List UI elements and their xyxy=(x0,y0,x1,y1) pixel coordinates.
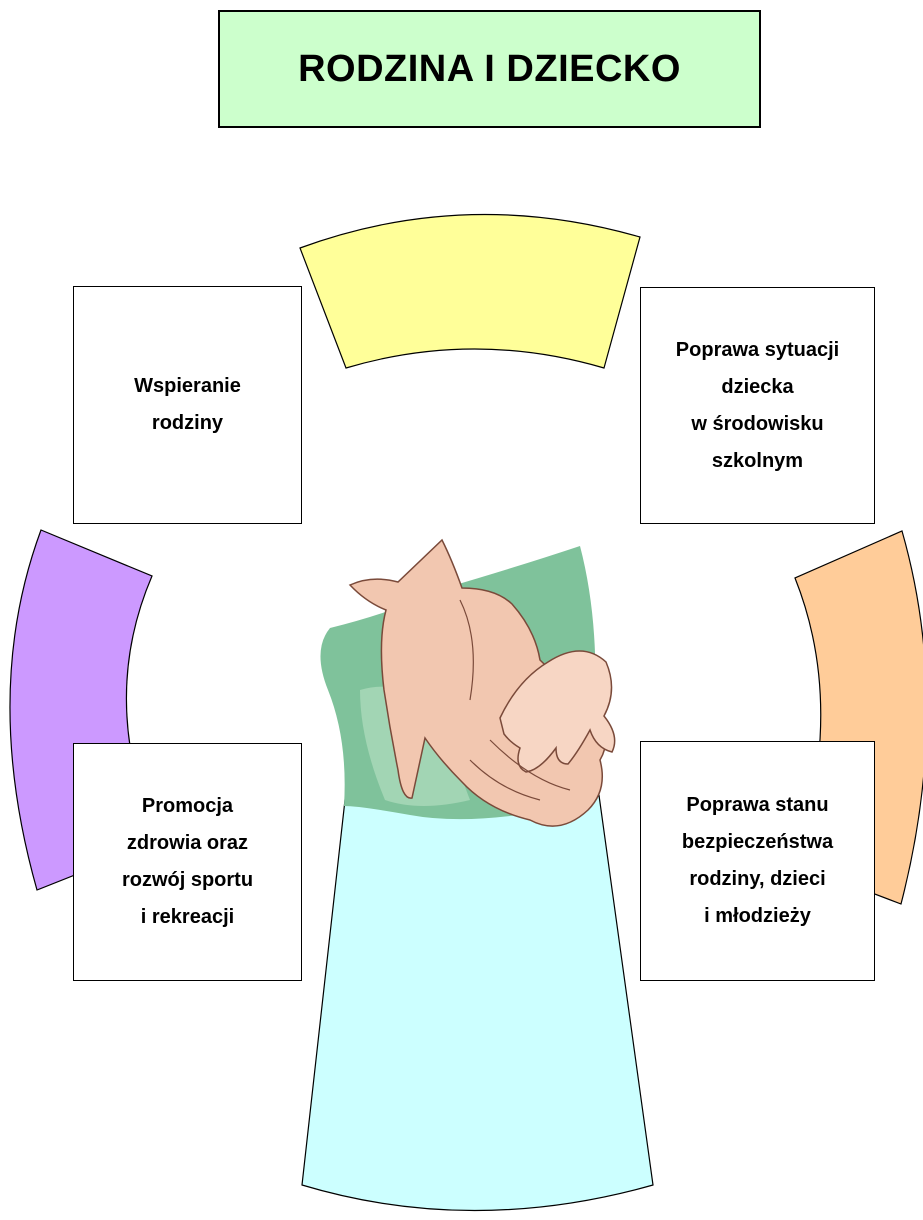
box-health-promotion: Promocja zdrowia oraz rozwój sportu i re… xyxy=(73,743,302,981)
box-health-promotion-text: Promocja zdrowia oraz rozwój sportu i re… xyxy=(122,788,253,936)
page-title: RODZINA I DZIECKO xyxy=(298,48,681,91)
arc-segment-bottom xyxy=(302,788,653,1211)
box-family-support-text: Wspieranie rodziny xyxy=(134,368,241,442)
box-school-situation-text: Poprawa sytuacji dziecka w środowisku sz… xyxy=(676,332,839,480)
title-box: RODZINA I DZIECKO xyxy=(218,10,761,128)
hands-illustration xyxy=(320,540,614,826)
arc-segment-top xyxy=(300,214,640,368)
box-safety-text: Poprawa stanu bezpieczeństwa rodziny, dz… xyxy=(682,787,833,935)
box-safety: Poprawa stanu bezpieczeństwa rodziny, dz… xyxy=(640,741,875,981)
box-school-situation: Poprawa sytuacji dziecka w środowisku sz… xyxy=(640,287,875,524)
box-family-support: Wspieranie rodziny xyxy=(73,286,302,524)
